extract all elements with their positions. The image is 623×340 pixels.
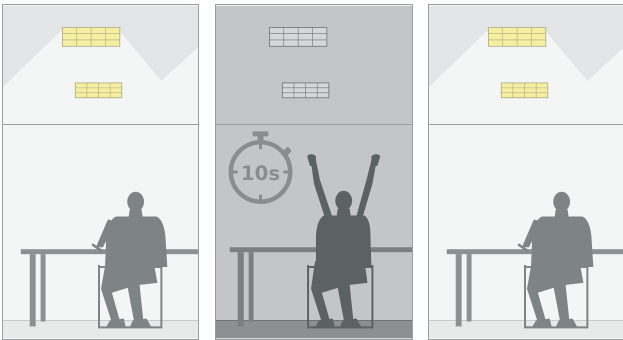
ceiling-light-off: [269, 27, 326, 46]
ceiling-light-on: [501, 83, 548, 98]
ceiling-light-on: [488, 27, 545, 46]
ceiling-light-on: [75, 83, 122, 98]
ceiling-light-on: [62, 27, 119, 46]
ceiling-light-off: [282, 83, 329, 98]
scene-lights-on-after: [428, 4, 623, 340]
room-illustration: 10s: [216, 5, 412, 339]
scene-lights-on-before: [2, 4, 199, 340]
timer-label: 10s: [241, 162, 280, 185]
room-illustration: [429, 5, 623, 339]
scene-lights-off-wave: 10s: [215, 4, 413, 340]
room-illustration: [3, 5, 198, 339]
floor: [216, 320, 412, 338]
